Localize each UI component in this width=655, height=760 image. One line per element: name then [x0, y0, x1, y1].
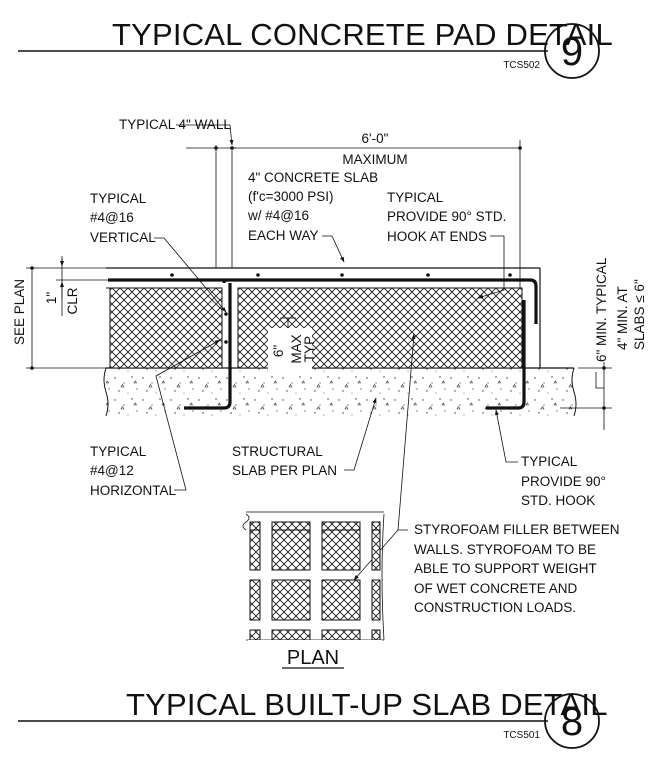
label-maximum: MAXIMUM [342, 152, 407, 167]
svg-text:STRUCTURAL: STRUCTURAL [232, 444, 323, 459]
label-one-inch: 1" [44, 292, 59, 305]
svg-text:TYPICAL: TYPICAL [90, 444, 147, 459]
svg-text:PROVIDE 90°: PROVIDE 90° [521, 474, 606, 489]
top-sheet-ref: TCS502 [503, 60, 540, 71]
label-typical-wall: TYPICAL 4" WALL [119, 117, 231, 132]
svg-text:OF WET CONCRETE AND: OF WET CONCRETE AND [414, 581, 578, 596]
note-concrete-slab: 4" CONCRETE SLAB (f'c=3000 PSI) w/ #4@16… [247, 170, 378, 243]
note-structural-slab: STRUCTURAL SLAB PER PLAN [232, 444, 337, 478]
section-drawing: TYPICAL 4" WALL 6'-0" MAXIMUM 4" CONCRET… [12, 117, 647, 615]
note-styrofoam: STYROFOAM FILLER BETWEEN WALLS. STYROFOA… [414, 522, 620, 615]
svg-text:(f'c=3000 PSI): (f'c=3000 PSI) [248, 189, 334, 204]
label-typ: TYP [302, 336, 317, 362]
styrofoam-block-left [109, 287, 223, 369]
label-four-min-at: 4" MIN. AT [615, 286, 630, 350]
svg-text:TYPICAL: TYPICAL [521, 454, 578, 469]
bottom-detail-number: 8 [561, 700, 583, 744]
slab-end-hook [529, 278, 538, 324]
svg-text:PROVIDE 90° STD.: PROVIDE 90° STD. [387, 209, 506, 224]
right-dowel-hook [486, 300, 526, 410]
svg-text:w/ #4@16: w/ #4@16 [247, 208, 309, 223]
svg-text:HORIZONTAL: HORIZONTAL [90, 483, 176, 498]
bottom-title-block: TYPICAL BUILT-UP SLAB DETAIL 8 TCS501 [18, 687, 608, 749]
label-see-plan: SEE PLAN [12, 279, 27, 345]
bottom-sheet-ref: TCS501 [503, 730, 540, 741]
svg-text:TYPICAL: TYPICAL [90, 191, 147, 206]
label-max: MAX [289, 334, 304, 363]
note-hook-at-ends: TYPICAL PROVIDE 90° STD. HOOK AT ENDS [387, 190, 506, 244]
svg-text:#4@16: #4@16 [90, 210, 134, 225]
svg-text:HOOK AT ENDS: HOOK AT ENDS [387, 229, 487, 244]
svg-text:CONSTRUCTION LOADS.: CONSTRUCTION LOADS. [414, 600, 576, 615]
wall-vertical-rebar [184, 283, 232, 410]
label-plan: PLAN [287, 647, 339, 669]
svg-text:WALLS. STYROFOAM TO BE: WALLS. STYROFOAM TO BE [414, 542, 596, 557]
svg-text:TYPICAL: TYPICAL [387, 190, 444, 205]
label-span: 6'-0" [362, 131, 389, 146]
svg-text:4" CONCRETE SLAB: 4" CONCRETE SLAB [248, 170, 378, 185]
svg-text:VERTICAL: VERTICAL [90, 230, 156, 245]
top-detail-circle [544, 23, 600, 79]
bottom-title-text: TYPICAL BUILT-UP SLAB DETAIL [126, 687, 608, 722]
svg-text:ABLE TO SUPPORT WEIGHT: ABLE TO SUPPORT WEIGHT [414, 561, 597, 576]
svg-text:STYROFOAM FILLER BETWEEN: STYROFOAM FILLER BETWEEN [414, 522, 620, 537]
note-vertical-rebar: TYPICAL #4@16 VERTICAL [90, 191, 156, 245]
svg-text:#4@12: #4@12 [90, 463, 134, 478]
svg-text:SLAB PER PLAN: SLAB PER PLAN [232, 463, 337, 478]
label-six-inch: 6" [271, 345, 286, 358]
top-title-text: TYPICAL CONCRETE PAD DETAIL [112, 17, 613, 52]
label-slabs-le-six: SLABS ≤ 6" [632, 279, 647, 350]
top-title-block: TYPICAL CONCRETE PAD DETAIL 9 TCS502 [18, 17, 613, 79]
label-clr: CLR [65, 287, 80, 314]
plan-inset: PLAN [242, 511, 385, 669]
note-horizontal-rebar: TYPICAL #4@12 HORIZONTAL [90, 444, 176, 498]
top-detail-number: 9 [561, 30, 583, 74]
note-std-hook: TYPICAL PROVIDE 90° STD. HOOK [521, 454, 606, 508]
bottom-detail-circle [544, 693, 600, 749]
label-six-min-typical: 6" MIN. TYPICAL [594, 257, 609, 362]
svg-text:EACH WAY: EACH WAY [248, 228, 319, 243]
svg-text:STD. HOOK: STD. HOOK [521, 493, 595, 508]
